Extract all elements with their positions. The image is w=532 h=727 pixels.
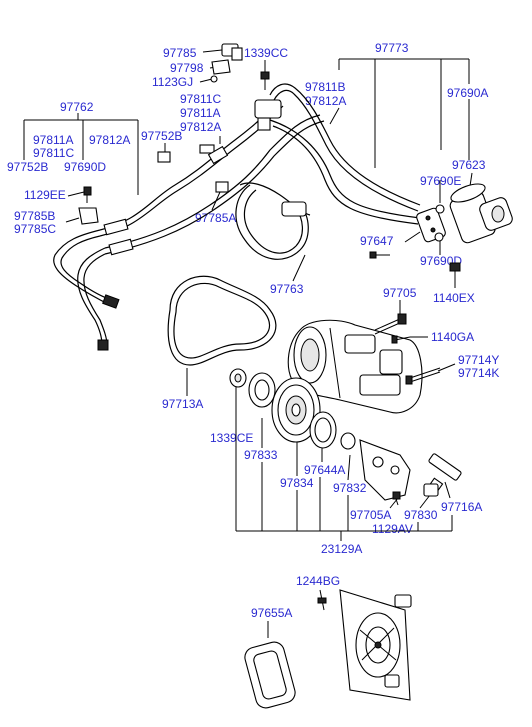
label-1140ga: 1140GA [431,330,474,344]
label-97812a-top: 97812A [305,94,346,108]
label-97647: 97647 [360,234,394,248]
label-97812a-left: 97812A [89,133,130,147]
hose-end-fitting [102,294,120,309]
label-97785b: 97785B [14,209,55,223]
label-97752b-left: 97752B [7,160,48,174]
bolt-97705 [374,313,407,335]
o-ring-97690d [434,232,444,242]
o-ring-97690e [435,204,445,214]
label-97773: 97773 [375,41,409,55]
label-97752b-mid: 97752B [141,129,182,143]
hose-fitting [281,201,307,217]
leader-lines [23,49,473,638]
label-97798: 97798 [170,61,204,75]
bracket-97830 [359,439,411,501]
label-97705a: 97705A [350,508,391,522]
bolt-1129ee [83,186,92,203]
label-1339cc: 1339CC [244,46,288,60]
label-97762: 97762 [60,100,94,114]
label-97644a: 97644A [304,463,345,477]
label-97713a: 97713A [162,397,203,411]
bolt-97647 [369,251,390,259]
hose-fitting [108,238,134,256]
gasket-97655a [244,641,296,709]
label-1123gj: 1123GJ [152,75,193,89]
label-97812a-mid: 97812A [180,120,221,134]
label-97623: 97623 [452,158,486,172]
label-97690e: 97690E [420,174,461,188]
bolt-1123gj [210,75,218,83]
label-1244bg: 1244BG [296,574,340,588]
label-97833: 97833 [244,448,278,462]
compressor [287,319,423,414]
label-1129av: 1129AV [372,522,413,536]
hose-fitting [207,145,229,165]
hose-97763 [235,182,311,260]
label-97785: 97785 [163,46,197,60]
label-97785c: 97785C [14,222,56,236]
label-97716a: 97716A [441,500,482,514]
bolt-1140ex [449,262,461,272]
label-97832: 97832 [333,481,367,495]
label-97690d-left: 97690D [64,160,106,174]
label-97655a: 97655A [251,606,292,620]
label-1129ee: 1129EE [24,188,66,202]
label-97763: 97763 [270,282,304,296]
bolt-97705a [392,491,401,506]
pulley-97834 [271,377,321,443]
bolt-1140ga [391,335,411,344]
label-97811a-left: 97811A [33,133,73,147]
label-97714k: 97714K [458,366,499,380]
bracket-97785a [215,181,229,193]
screw-1244bg [317,597,327,611]
drive-belt-97713a [167,275,277,366]
fan-shroud [339,589,412,701]
washer-97832 [340,432,356,450]
label-97690a: 97690A [447,86,488,100]
bolt-97714 [405,367,441,385]
clip-97785 [221,43,243,61]
hose-assembly-97773 [254,83,421,225]
label-97714y: 97714Y [458,353,499,367]
valve-97752b [157,151,171,163]
pipe-block-fitting [257,117,271,131]
bracket-97785b [78,207,99,225]
shim-97833 [248,372,276,408]
clip-97798 [211,59,231,75]
hose-end-fitting [97,339,109,351]
coil-97644a [309,411,337,449]
label-1339ce: 1339CE [210,431,253,445]
label-97811a-mid: 97811A [180,106,220,120]
label-97785a: 97785A [195,211,236,225]
bolt-1129av [423,483,439,497]
part-labels: 97785 1339CC 97798 1123GJ 97773 97762 97… [7,41,499,620]
hose-fitting [199,144,215,154]
label-97811b: 97811B [305,80,345,94]
label-97811c-mid: 97811C [180,92,221,106]
label-23129a: 23129A [321,542,362,556]
label-97830: 97830 [404,508,438,522]
receiver-drier-97623 [449,183,513,244]
pipe-block-fitting [254,99,282,119]
label-1140ex: 1140EX [433,291,475,305]
hose-fitting [103,218,129,236]
bolt-1339cc [260,71,270,90]
nut-1339ce [229,368,247,388]
label-97705: 97705 [383,286,417,300]
label-97811c-left: 97811C [33,146,74,160]
label-97834: 97834 [280,476,314,490]
